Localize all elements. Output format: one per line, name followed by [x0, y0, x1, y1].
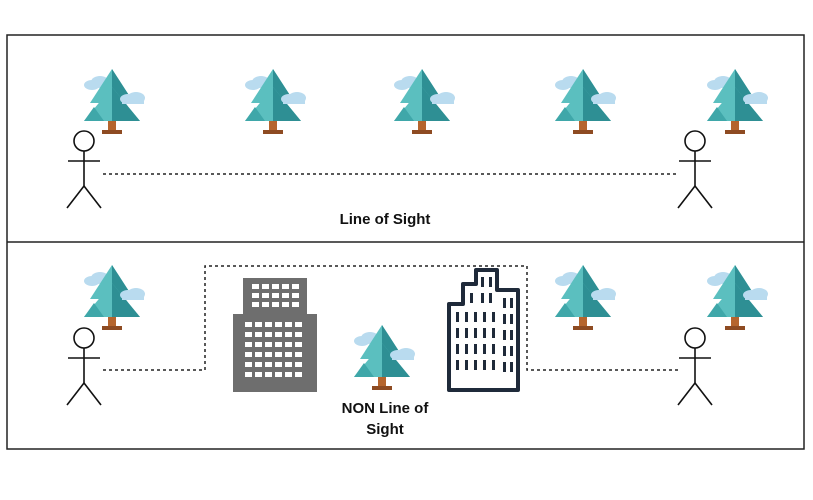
pine-tree-icon: [354, 325, 415, 390]
pine-tree-icon: [394, 69, 455, 134]
pine-tree-icon: [245, 69, 306, 134]
non-line-of-sight-label: NON Line of Sight: [310, 398, 460, 440]
office-building-icon: [233, 278, 317, 392]
pine-tree-icon: [707, 265, 768, 330]
pine-tree-icon: [555, 265, 616, 330]
label-line-2: Sight: [366, 421, 404, 438]
label-line-1: NON Line of: [341, 400, 429, 417]
stick-figure-icon: [66, 130, 102, 209]
stick-figure-icon: [677, 130, 713, 209]
pine-tree-icon: [84, 265, 145, 330]
skyscraper-outline-icon: [447, 268, 520, 392]
stick-figure-icon: [66, 327, 102, 406]
reflected-signal-path: [103, 265, 678, 371]
pine-tree-icon: [84, 69, 145, 134]
pine-tree-icon: [707, 69, 768, 134]
stick-figure-icon: [677, 327, 713, 406]
line-of-sight-label: Line of Sight: [339, 211, 431, 228]
pine-tree-icon: [555, 69, 616, 134]
